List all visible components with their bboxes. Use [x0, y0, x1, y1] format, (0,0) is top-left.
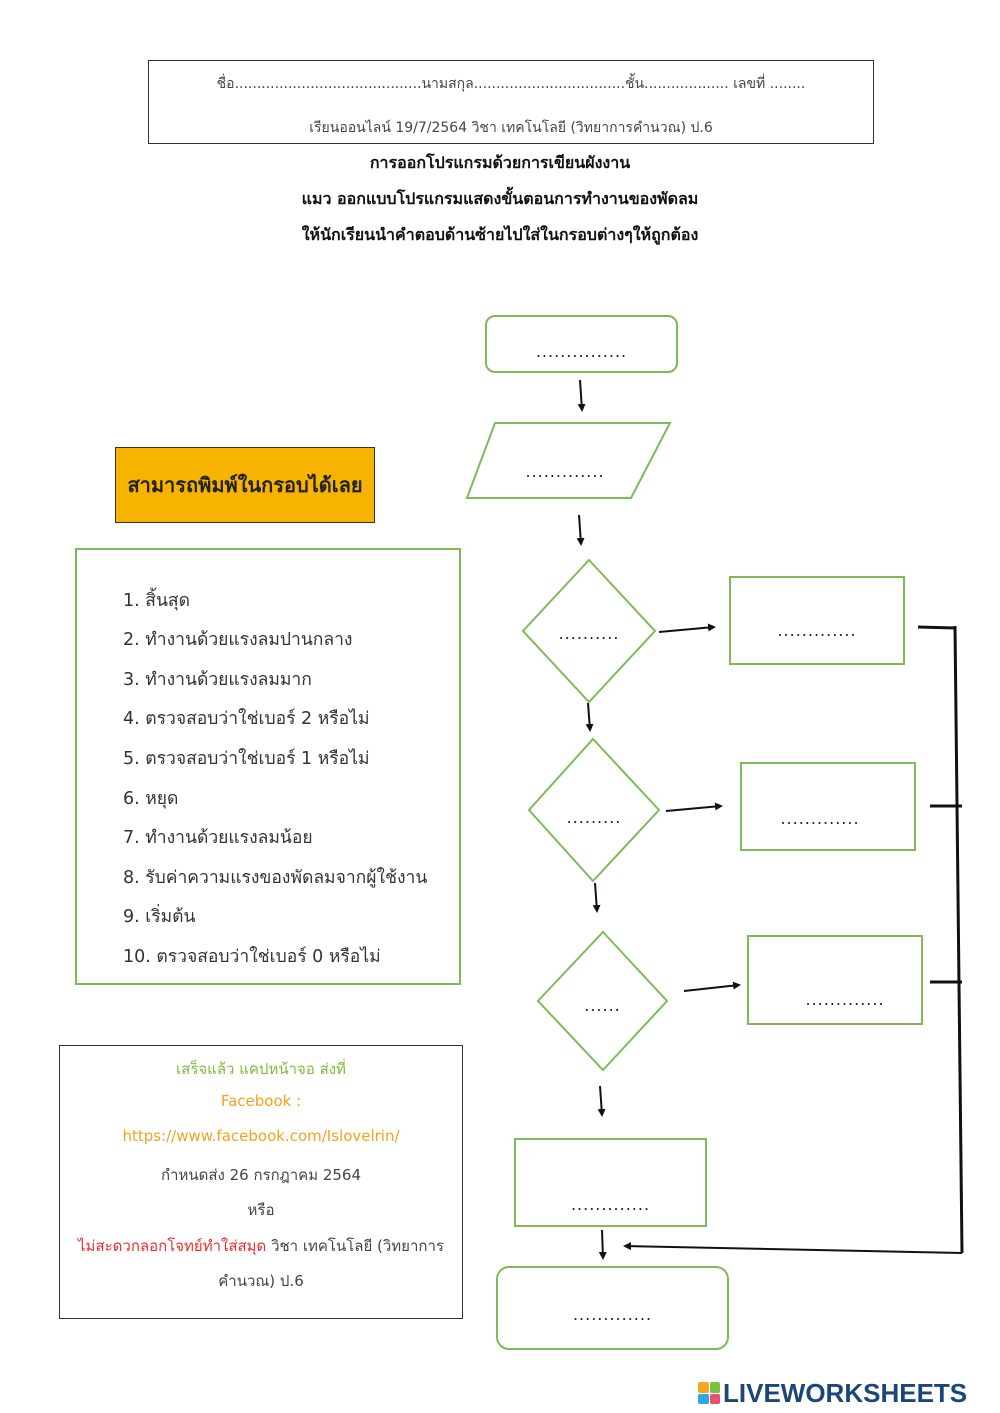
end-terminator[interactable] [496, 1266, 729, 1350]
type-in-box-note: สามารถพิมพ์ในกรอบได้เลย [115, 447, 375, 523]
alternative-text-cont: คำนวณ) ป.6 [218, 1272, 304, 1290]
arrow-down [577, 379, 586, 412]
input-parallelogram[interactable] [465, 422, 672, 499]
answer-item: 3. ทำงานด้วยแรงลมมาก [123, 670, 312, 690]
arrow-right [665, 802, 723, 812]
process-field-4[interactable]: ............. [570, 1195, 651, 1214]
worksheet-subtitle: แมว ออกแบบโปรแกรมแสดงขั้นตอนการทำงานของพ… [301, 189, 699, 208]
alternative-submission: ไม่สะดวกลอกโจทย์ทำใส่สมุด วิชา เทคโนโลยี… [60, 1234, 462, 1258]
decision-field-3[interactable]: ...... [584, 996, 621, 1015]
worksheet-instruction: ให้นักเรียนนำคำตอบด้านซ้ายไปใส่ในกรอบต่า… [301, 225, 699, 244]
answer-item: 4. ตรวจสอบว่าใช่เบอร์ 2 หรือไม่ [123, 709, 370, 729]
answer-item: 1. สิ้นสุด [123, 591, 190, 611]
process-box-1[interactable] [729, 576, 905, 665]
or-text: หรือ [247, 1201, 275, 1219]
answer-list-box: 1. สิ้นสุด 2. ทำงานด้วยแรงลมปานกลาง 3. ท… [75, 548, 461, 985]
process-box-2[interactable] [740, 762, 916, 851]
arrow-down [598, 1229, 607, 1260]
arrow-down [592, 882, 601, 913]
process-box-3[interactable] [747, 935, 923, 1025]
alternative-highlight: ไม่สะดวกลอกโจทย์ทำใส่สมุด [78, 1237, 267, 1255]
alternative-text: วิชา เทคโนโลยี (วิทยาการ [266, 1237, 444, 1255]
submit-instruction: เสร็จแล้ว แคปหน้าจอ ส่งที่ [176, 1060, 346, 1078]
start-field[interactable]: ............... [535, 342, 628, 361]
arrow-down [585, 702, 594, 732]
arrow-down [576, 514, 585, 546]
arrow-right [683, 981, 741, 992]
worksheet-title: การออกโปรแกรมด้วยการเขียนผังงาน [369, 153, 631, 172]
answer-item: 2. ทำงานด้วยแรงลมปานกลาง [123, 630, 353, 650]
liveworksheets-logo: LIVEWORKSHEETS [698, 1377, 968, 1408]
end-field[interactable]: ............. [572, 1305, 653, 1324]
liveworksheets-icon [698, 1382, 720, 1404]
decision-diamond-2[interactable] [527, 737, 661, 883]
answer-item: 5. ตรวจสอบว่าใช่เบอร์ 1 หรือไม่ [123, 749, 370, 769]
connector-return-arrow [623, 1242, 963, 1254]
decision-field-2[interactable]: ......... [566, 808, 622, 827]
student-info-line: ชื่อ....................................… [216, 76, 806, 92]
student-info-box: ชื่อ....................................… [148, 60, 874, 144]
connector-vertical [953, 625, 964, 1254]
process-box-4[interactable] [514, 1138, 707, 1227]
answer-item: 9. เริ่มต้น [123, 907, 196, 927]
decision-diamond-1[interactable] [521, 558, 657, 704]
arrow-down [597, 1085, 606, 1117]
deadline-text: กำหนดส่ง 26 กรกฎาคม 2564 [160, 1166, 362, 1184]
decision-diamond-3[interactable] [536, 930, 669, 1072]
class-info-line: เรียนออนไลน์ 19/7/2564 วิชา เทคโนโลยี (ว… [309, 120, 713, 136]
input-field[interactable]: ............. [525, 462, 605, 481]
facebook-link[interactable]: https://www.facebook.com/Islovelrin/ [122, 1127, 400, 1145]
connector-stub [917, 625, 956, 630]
decision-field-1[interactable]: .......... [558, 624, 620, 643]
arrow-right [658, 623, 716, 633]
process-field-3[interactable]: ............. [805, 990, 885, 1009]
process-field-2[interactable]: ............. [780, 809, 860, 828]
answer-item: 8. รับค่าความแรงของพัดลมจากผู้ใช้งาน [123, 868, 428, 888]
answer-item: 10. ตรวจสอบว่าใช่เบอร์ 0 หรือไม่ [123, 947, 381, 967]
facebook-label: Facebook : [220, 1092, 302, 1110]
process-field-1[interactable]: ............. [777, 621, 857, 640]
answer-item: 7. ทำงานด้วยแรงลมน้อย [123, 828, 313, 848]
answer-item: 6. หยุด [123, 789, 179, 809]
brand-name: LIVEWORKSHEETS [723, 1377, 968, 1408]
start-terminator[interactable] [485, 315, 678, 373]
submission-info-box: เสร็จแล้ว แคปหน้าจอ ส่งที่ Facebook : ht… [59, 1045, 463, 1319]
